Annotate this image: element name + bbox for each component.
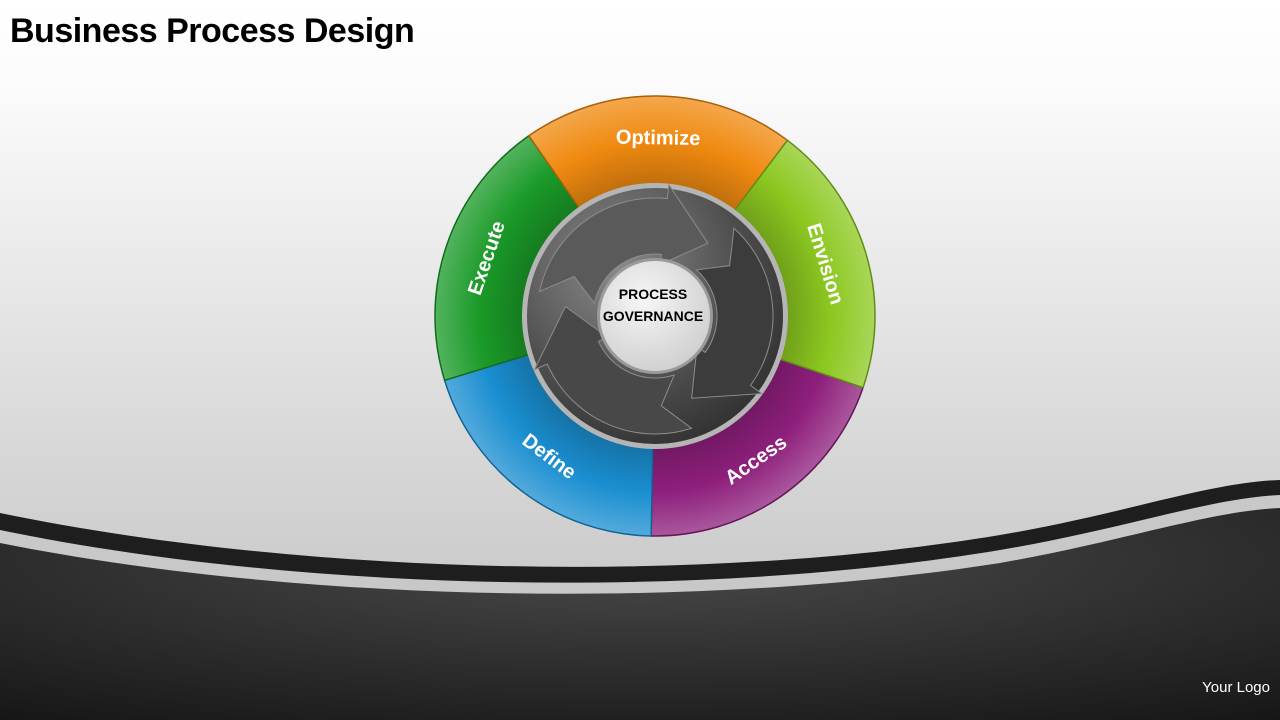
arrow-icon xyxy=(538,183,709,305)
center-label-line2: GOVERNANCE xyxy=(603,308,703,324)
circular-arrows xyxy=(533,183,774,435)
footer-wave xyxy=(0,492,1280,720)
segment-label-optimize: Optimize xyxy=(616,127,701,150)
inner-ring: PROCESS GOVERNANCE xyxy=(522,183,788,449)
arrow-icon xyxy=(533,305,693,435)
center-circle xyxy=(600,261,710,371)
center-label-line1: PROCESS xyxy=(619,286,687,302)
page-title: Business Process Design xyxy=(10,12,415,50)
logo-text: Your Logo xyxy=(1202,679,1270,696)
outer-ring xyxy=(434,95,876,537)
cycle-diagram: PROCESS GOVERNANCE AccessDefineExecuteOp… xyxy=(434,95,876,537)
arrow-icon xyxy=(691,227,774,399)
